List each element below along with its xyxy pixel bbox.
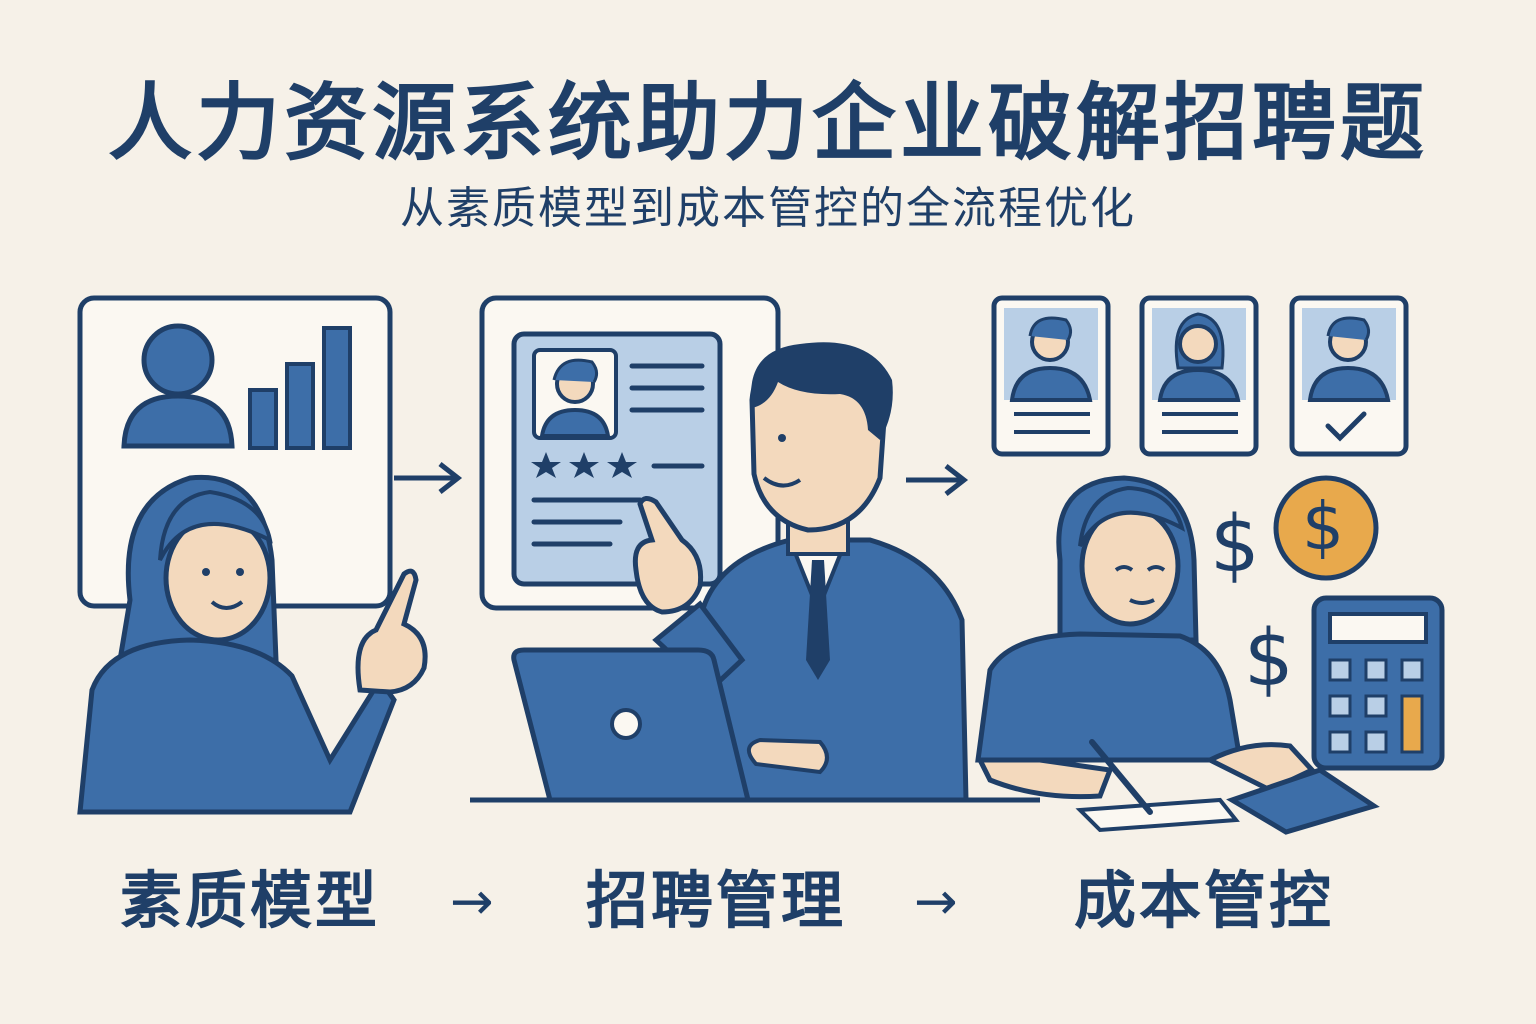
businessman	[632, 342, 969, 803]
candidate-card-3	[1289, 295, 1409, 457]
step-cost-control: 成本管控	[1074, 864, 1335, 937]
step-competency-model: 素质模型	[120, 864, 381, 937]
page-title: 人力资源系统助力企业破解招聘题	[107, 74, 1428, 172]
woman-presenter	[77, 474, 428, 815]
calculator-icon	[1311, 595, 1445, 771]
resume-board	[479, 295, 781, 611]
page-subtitle: 从素质模型到成本管控的全流程优化	[400, 183, 1136, 234]
candidate-card-1	[991, 295, 1111, 457]
laptop-icon	[511, 647, 752, 803]
flow-arrow-icon-1: →	[450, 872, 497, 932]
flow-arrow-icon-2: →	[914, 872, 961, 932]
woman-accountant	[975, 475, 1317, 800]
bar-chart-icon	[248, 326, 352, 450]
small-calculator-icon	[1226, 767, 1380, 835]
checkmark-icon	[1325, 411, 1367, 442]
candidate-card-2	[1139, 295, 1259, 457]
user-silhouette-icon	[121, 323, 235, 449]
flow-arrow-1	[394, 462, 463, 494]
dollar-sign-icon: $	[1210, 500, 1260, 590]
dollar-sign-icon-2: $	[1244, 614, 1294, 704]
paper-and-pen	[1075, 739, 1240, 833]
rating-stars-icon	[531, 452, 637, 478]
coin-dollar-sign-icon: $	[1302, 488, 1344, 565]
competency-board	[77, 295, 393, 609]
flow-arrow-2	[906, 464, 969, 496]
coin-icon	[1273, 475, 1379, 581]
step-recruitment-management: 招聘管理	[586, 864, 847, 937]
process-flow: 素质模型 → 招聘管理 → 成本管控	[0, 850, 1536, 940]
